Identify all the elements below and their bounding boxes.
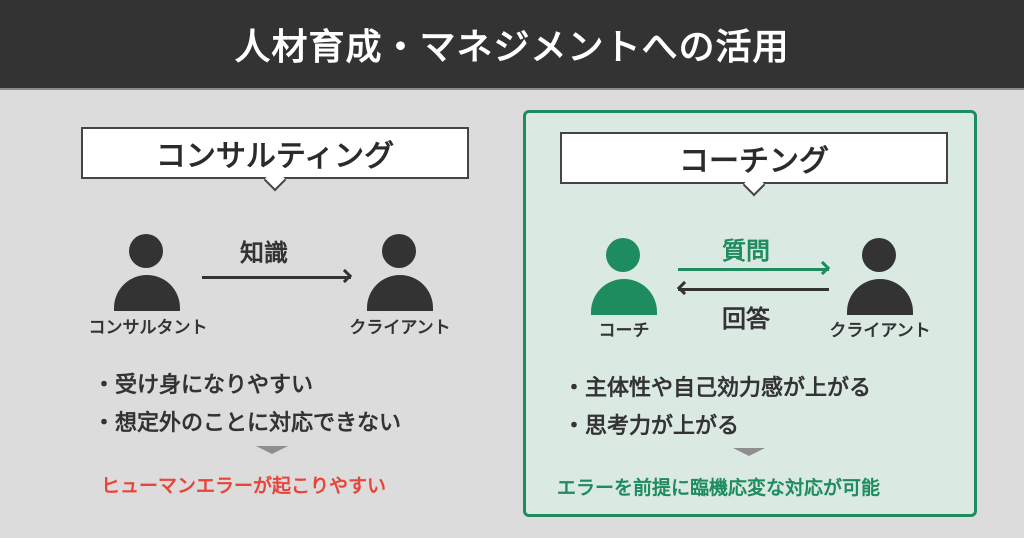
answer-arrow-left-icon — [676, 280, 829, 296]
client-label: クライアント — [829, 321, 931, 341]
bullet-item: 想定外のことに対応できない — [93, 405, 401, 443]
consulting-heading: コンサルティング — [155, 139, 395, 174]
coaching-conclusion: エラーを前提に臨機応変な対応が可能 — [557, 477, 881, 499]
consulting-conclusion: ヒューマンエラーが起こりやすい — [101, 475, 387, 497]
down-triangle-icon — [256, 446, 288, 454]
knowledge-arrow-right-icon — [202, 268, 353, 284]
down-triangle-icon — [733, 448, 765, 456]
client-person-icon — [365, 234, 435, 312]
answer-label: 回答 — [722, 305, 770, 333]
consulting-bullet-list: 受け身になりやすい 想定外のことに対応できない — [93, 367, 401, 443]
coaching-heading-bubble: コーチング — [560, 132, 948, 184]
coach-person-icon — [589, 238, 659, 316]
client-person-icon — [845, 238, 915, 316]
consultant-label: コンサルタント — [88, 318, 208, 338]
consultant-person-icon — [112, 234, 182, 312]
bullet-item: 思考力が上がる — [563, 408, 871, 446]
page-title: 人材育成・マネジメントへの活用 — [234, 27, 790, 68]
coaching-heading: コーチング — [679, 144, 829, 179]
bullet-item: 受け身になりやすい — [93, 367, 401, 405]
consulting-heading-bubble: コンサルティング — [81, 127, 469, 179]
question-arrow-right-icon — [678, 260, 831, 276]
coaching-panel: コーチング コーチ 質問 回答 クライアント 主体性や自己効力感が上がる 思考力… — [523, 110, 977, 517]
bullet-item: 主体性や自己効力感が上がる — [563, 370, 871, 408]
knowledge-label: 知識 — [240, 239, 288, 267]
consulting-panel: コンサルティング コンサルタント 知識 クライアント 受け身になりやすい 想定外… — [40, 109, 495, 517]
client-label: クライアント — [349, 318, 451, 338]
question-label: 質問 — [722, 237, 770, 265]
coach-label: コーチ — [598, 321, 650, 341]
coaching-bullet-list: 主体性や自己効力感が上がる 思考力が上がる — [563, 370, 871, 446]
title-bar: 人材育成・マネジメントへの活用 — [0, 0, 1024, 90]
